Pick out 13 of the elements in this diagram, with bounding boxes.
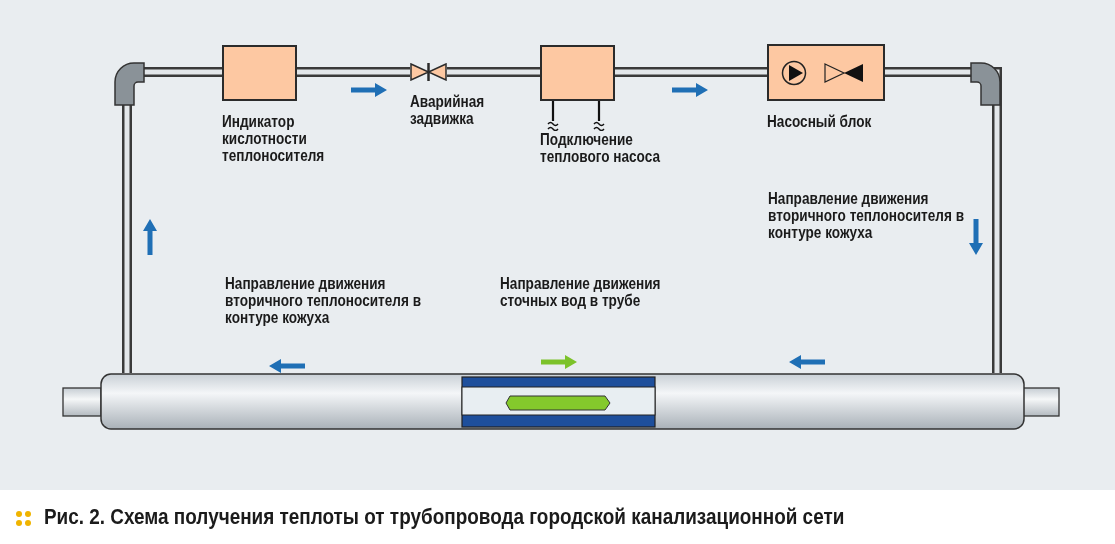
- flow-note: Направление движения вторичного теплоносителя в контуре кожуха: [768, 190, 966, 241]
- flow-note: Направление движения сточных вод в трубе: [500, 275, 662, 309]
- pipe: [447, 67, 540, 77]
- flow-note: Направление движения вторичного теплоносителя в контуре кожуха: [225, 275, 423, 326]
- node-label: Подключение теплового насоса: [540, 131, 662, 165]
- figure-caption: Рис. 2. Схема получения теплоты от трубопровода городской канализационной сети: [44, 504, 845, 530]
- pipe: [297, 67, 410, 77]
- node-label: Аварийная задвижка: [410, 93, 486, 127]
- pipe: [885, 67, 1002, 373]
- pipe: [122, 67, 222, 373]
- pipe: [615, 67, 767, 77]
- node-label: Индикатор кислотности теплоносителя: [222, 113, 326, 164]
- node-label: Насосный блок: [767, 113, 872, 130]
